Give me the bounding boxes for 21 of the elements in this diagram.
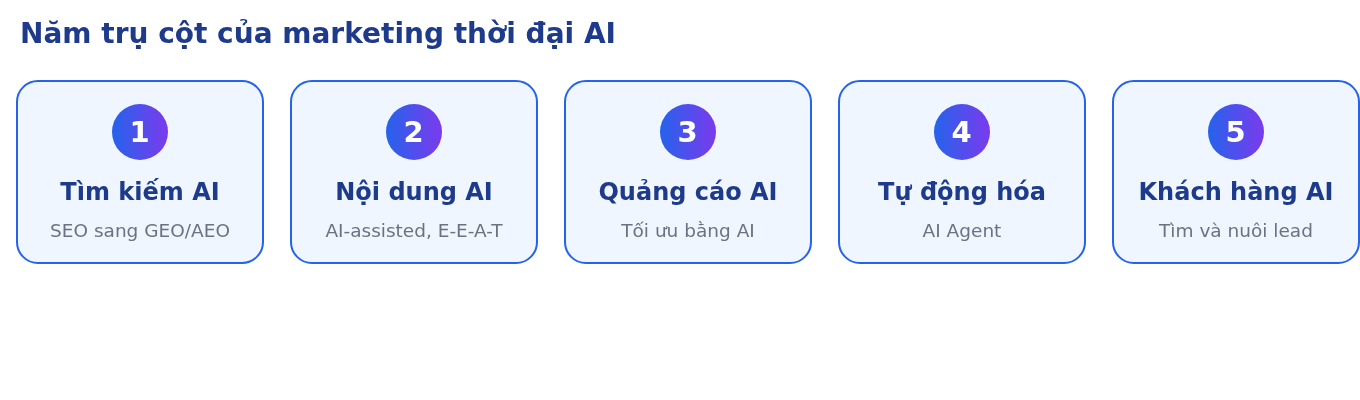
pillar-heading: Quảng cáo AI bbox=[598, 176, 778, 207]
diagram-title: Năm trụ cột của marketing thời đại AI bbox=[20, 16, 616, 52]
step-number-circle: 5 bbox=[1207, 103, 1264, 160]
pillar-heading: Nội dung AI bbox=[335, 176, 493, 207]
step-number-circle: 2 bbox=[385, 103, 442, 160]
pillar-heading: Khách hàng AI bbox=[1138, 176, 1334, 207]
pillar-card bbox=[290, 80, 538, 264]
pillar-description: SEO sang GEO/AEO bbox=[50, 218, 230, 243]
step-number-circle: 1 bbox=[111, 103, 168, 160]
pillar-heading: Tìm kiếm AI bbox=[60, 176, 220, 207]
pillar-description: Tìm và nuôi lead bbox=[1159, 218, 1313, 243]
pillar-description: AI-assisted, E-E-A-T bbox=[325, 218, 503, 243]
pillar-description: Tối ưu bằng AI bbox=[621, 218, 755, 243]
pillar-card bbox=[564, 80, 812, 264]
step-number-circle: 4 bbox=[933, 103, 990, 160]
pillar-card bbox=[16, 80, 264, 264]
pillar-card bbox=[838, 80, 1086, 264]
step-number-circle: 3 bbox=[659, 103, 716, 160]
pillar-description: AI Agent bbox=[922, 218, 1002, 243]
pillar-heading: Tự động hóa bbox=[878, 176, 1046, 207]
pillar-card bbox=[1112, 80, 1360, 264]
